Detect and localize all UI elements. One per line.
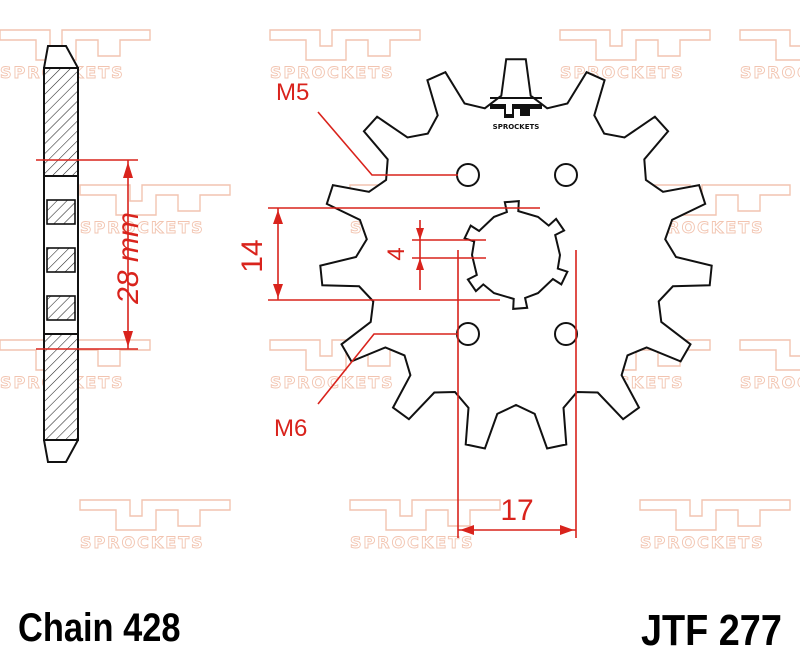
label-spline-depth: 4 [383, 247, 410, 260]
watermark-tile: SPROCKETS [79, 184, 231, 237]
watermark-logo-icon [739, 339, 800, 371]
watermark-logo-icon [269, 29, 421, 61]
watermark-tile: SPROCKETS [269, 29, 421, 82]
watermark-logo-icon [559, 29, 711, 61]
dimension-chain-width: 28 mm [36, 159, 145, 350]
logo-brand-text: SPROCKETS [493, 123, 540, 131]
sprocket-front-view [319, 58, 713, 450]
watermark-brand-text: SPROCKETS [640, 533, 765, 552]
bolt-hole-top-left [456, 163, 480, 187]
label-bolt-top: M5 [276, 79, 309, 106]
label-chain-width: 28 mm [112, 212, 145, 305]
label-offset: 14 [236, 239, 269, 272]
watermark-logo-icon [0, 29, 151, 61]
spline-bore [463, 200, 569, 310]
watermark-brand-text: SPROCKETS [270, 63, 395, 82]
side-profile [43, 45, 79, 463]
watermark-tile: SPROCKETS [349, 499, 501, 552]
label-bore: 17 [500, 494, 533, 527]
watermark-grid: SPROCKETS SPROCKETS SPROCKETS SPROCKETS SPRO… [0, 29, 800, 552]
dimension-bore: 17 [457, 250, 577, 538]
chain-label: Chain 428 [18, 606, 181, 650]
watermark-brand-text: SPROCKETS [560, 63, 685, 82]
watermark-logo-icon [349, 499, 501, 531]
watermark-logo-icon [79, 499, 231, 531]
bolt-hole-bottom-right [554, 322, 578, 346]
watermark-brand-text: SPROCKETS [270, 373, 395, 392]
watermark-brand-text: SPROCKETS [740, 63, 800, 82]
watermark-logo-icon [639, 499, 791, 531]
callout-bolt-bottom: M6 [274, 333, 458, 442]
part-number: JTF 277 [641, 606, 782, 655]
watermark-tile: SPROCKETS [559, 29, 711, 82]
watermark-brand-text: SPROCKETS [80, 218, 205, 237]
watermark-brand-text: SPROCKETS [350, 533, 475, 552]
watermark-logo-icon [79, 184, 231, 216]
bolt-hole-bottom-left [456, 322, 480, 346]
watermark-logo-icon [269, 339, 421, 371]
watermark-tile: SPROCKETS [739, 339, 800, 392]
callout-bolt-top: M5 [276, 79, 458, 176]
watermark-tile: SPROCKETS [79, 499, 231, 552]
jt-logo-icon: SPROCKETS [490, 97, 542, 131]
watermark-brand-text: SPROCKETS [80, 533, 205, 552]
bolt-hole-top-right [554, 163, 578, 187]
watermark-brand-text: SPROCKETS [740, 373, 800, 392]
label-bolt-bottom: M6 [274, 415, 307, 442]
watermark-tile: SPROCKETS [639, 499, 791, 552]
watermark-logo-icon [739, 29, 800, 61]
dimension-spline-depth: 4 [383, 220, 486, 290]
watermark-tile: SPROCKETS [739, 29, 800, 82]
dimension-offset: 14 [236, 207, 540, 301]
watermark-tile: SPROCKETS [269, 339, 421, 392]
